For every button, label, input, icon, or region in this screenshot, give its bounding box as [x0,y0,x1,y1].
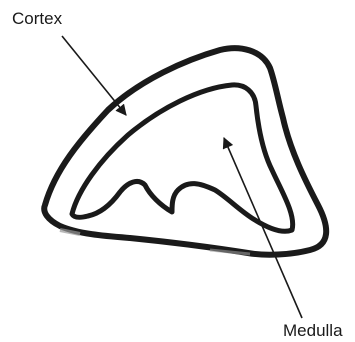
outer-capsule-outline [44,48,326,255]
cortex-leader-arrow [62,36,126,115]
cortex-label: Cortex [12,10,62,27]
medulla-label: Medulla [283,322,343,339]
inner-medulla-outline [72,85,293,231]
